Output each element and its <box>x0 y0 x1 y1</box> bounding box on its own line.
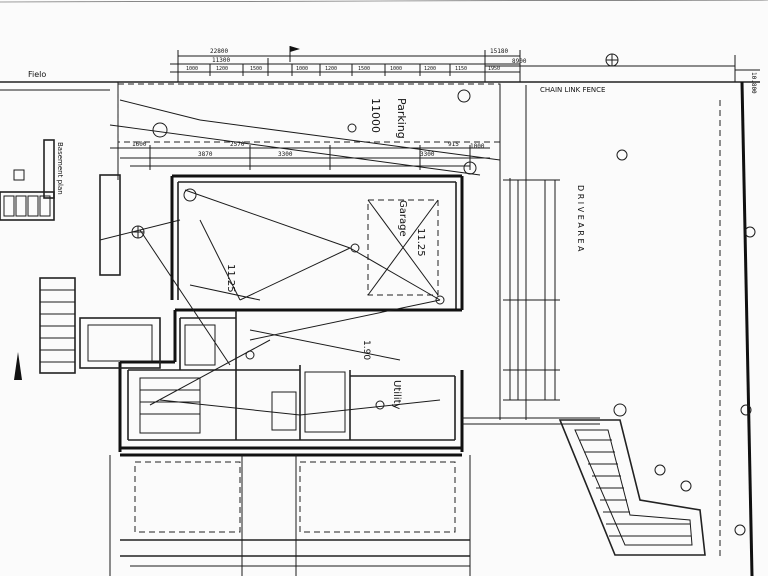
fence-markers <box>605 53 760 560</box>
top-dimension-lines <box>170 46 736 82</box>
dim-top-left: 22800 <box>210 48 228 55</box>
garage-dimension-lines <box>110 145 490 170</box>
lower-rooms <box>109 453 471 576</box>
utility-label: Utility <box>391 380 402 409</box>
exterior-stairs <box>558 419 706 556</box>
utility-area-value: 1.90 <box>361 340 371 360</box>
dim-row-item: 1200 <box>216 66 228 72</box>
parking-label: Parking <box>395 98 408 139</box>
dim-row-item: 1000 <box>296 66 308 72</box>
basement-plan-label: Basement plan <box>56 142 64 195</box>
chain-fence-label: CHAIN LINK FENCE <box>540 86 605 94</box>
dim-2570: 2570 <box>230 141 245 148</box>
field-label: Fielo <box>28 70 46 79</box>
garage-label: Garage <box>397 200 408 237</box>
dim-row-top: 1000 1200 1500 1000 1200 1500 1000 1200 … <box>186 66 500 72</box>
dim-10800: 10.800 <box>750 72 757 94</box>
key-plan <box>0 139 55 380</box>
parking-area-value: 11000 <box>369 98 382 133</box>
dim-row-item: 1150 <box>455 66 467 72</box>
room-area-value: 11.25 <box>225 264 236 293</box>
paper-edge <box>0 0 768 3</box>
dim-3870: 3870 <box>198 151 213 158</box>
dim-row-item: 1000 <box>186 66 198 72</box>
dim-3300-a: 3300 <box>278 151 293 158</box>
building-walls <box>118 174 464 452</box>
dim-row-item: 1000 <box>390 66 402 72</box>
dim-row-item: 1500 <box>250 66 262 72</box>
garage-bay <box>367 199 439 296</box>
dim-row-item: 1200 <box>424 66 436 72</box>
left-stairs <box>39 174 161 374</box>
dim-top-mid: 11300 <box>212 57 230 64</box>
parking-area <box>109 83 501 176</box>
right-dimension-lines <box>462 85 600 425</box>
drive-area-label: D R I V E A R E A <box>576 185 585 252</box>
property-boundary <box>0 81 760 576</box>
wiring-lines <box>99 161 477 416</box>
dim-row-item: 1950 <box>488 66 500 72</box>
dim-top-far: 8900 <box>512 58 527 65</box>
garage-area-value: 11.25 <box>415 228 426 257</box>
dim-3300-b: 3300 <box>420 151 435 158</box>
dim-top-right: 15180 <box>490 48 508 55</box>
dim-row-item: 1500 <box>358 66 370 72</box>
dim-row-item: 1200 <box>325 66 337 72</box>
dim-1600: 1600 <box>132 141 147 148</box>
dim-915: 915 <box>448 141 459 148</box>
dim-1000: 1000 <box>470 143 485 150</box>
